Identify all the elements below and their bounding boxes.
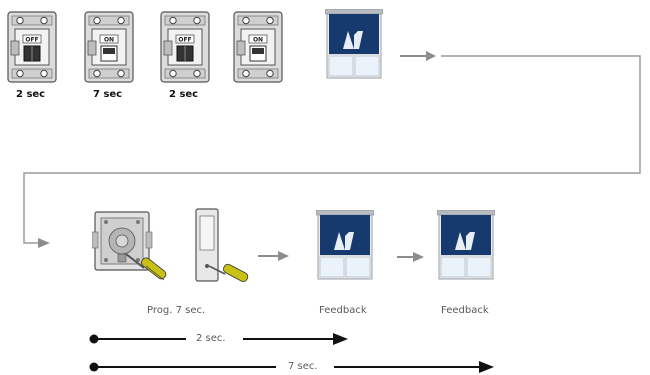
breaker-4-label: ON — [253, 37, 263, 44]
window-blind-feedback-1 — [316, 210, 374, 280]
breaker-1-label: OFF — [25, 37, 38, 44]
caption-feedback-1: Feedback — [319, 305, 367, 316]
wall-module-with-screwdriver — [92, 211, 167, 281]
breaker-4: ON — [233, 11, 283, 83]
caption-feedback-2: Feedback — [441, 305, 489, 316]
breaker-3: OFF — [160, 11, 210, 83]
breaker-3-label: OFF — [178, 37, 191, 44]
transmitter-with-screwdriver — [195, 208, 249, 282]
breaker-2: ON — [84, 11, 134, 83]
caption-prog: Prog. 7 sec. — [147, 305, 206, 316]
timeline-short-label: 2 sec. — [193, 333, 229, 344]
breaker-2-label: ON — [104, 37, 114, 44]
flow-arrows-bottom — [258, 251, 424, 262]
breaker-1-duration: 2 sec — [16, 89, 46, 100]
timeline-long-label: 7 sec. — [285, 361, 321, 372]
breaker-1: OFF — [7, 11, 57, 83]
breaker-2-duration: 7 sec — [93, 89, 123, 100]
breaker-3-duration: 2 sec — [169, 89, 199, 100]
flow-connector-top — [23, 51, 641, 248]
window-blind-top — [325, 9, 383, 79]
window-blind-feedback-2 — [437, 210, 495, 280]
